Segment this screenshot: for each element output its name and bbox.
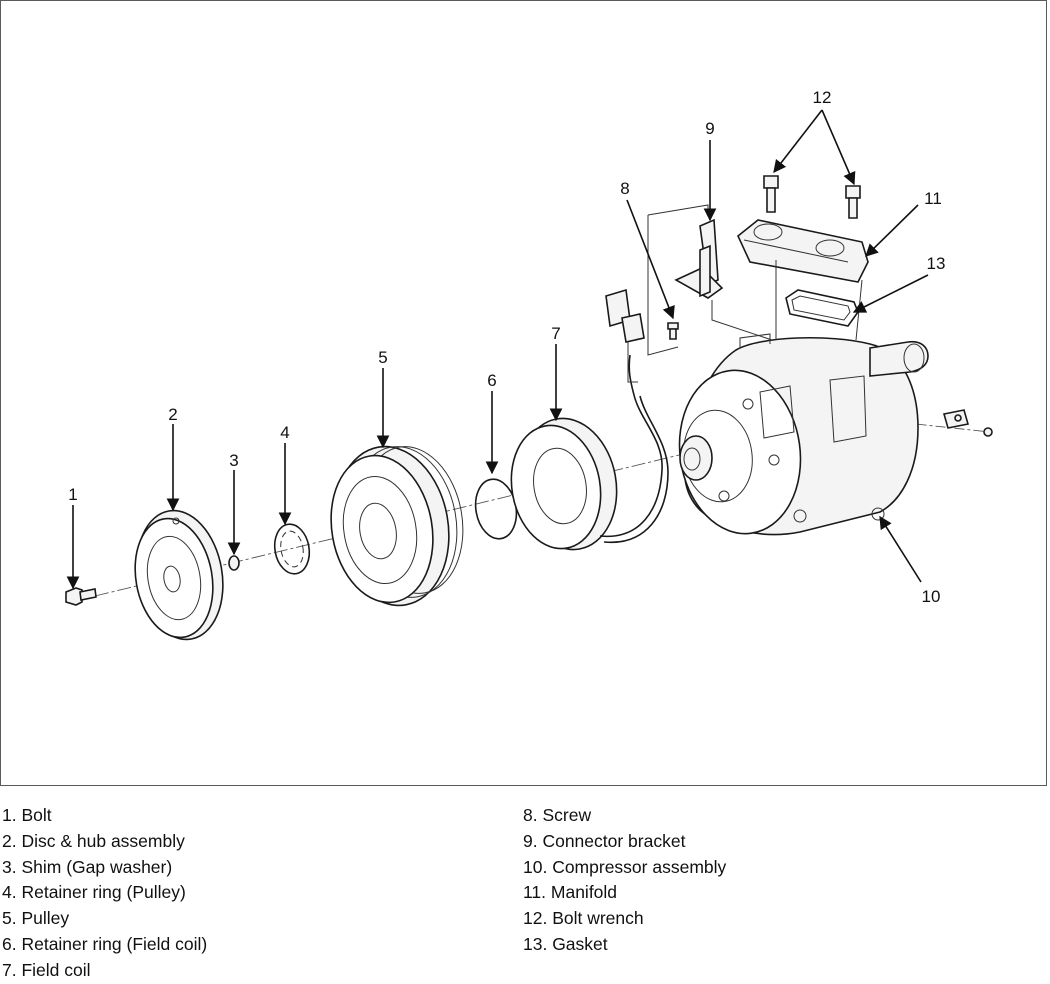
callout-5: 5: [378, 348, 387, 367]
manifold-bolts-part: [763, 175, 861, 219]
legend-item: 13. Gasket: [523, 933, 608, 954]
callout-4: 4: [280, 423, 289, 442]
leader-arrow-10: [879, 515, 922, 583]
leader-arrow-8: [626, 199, 675, 320]
leader-arrow-12b: [821, 109, 856, 186]
callout-11: 11: [924, 189, 942, 208]
callout-9: 9: [705, 119, 714, 138]
pulley-part: [330, 445, 464, 607]
callout-12: 12: [813, 88, 832, 107]
compressor-assembly-part: [678, 333, 929, 536]
legend-item: 1. Bolt: [2, 805, 52, 825]
gasket-part: [785, 289, 859, 327]
bolt-part: [65, 587, 97, 606]
shim-part: [228, 555, 240, 571]
legend-item: 12. Bolt wrench: [523, 908, 644, 929]
exploded-view-diagram: 1 2 3 4 5 6 7 8 9 10 11 12 13: [65, 88, 993, 641]
connector-part: [605, 288, 645, 383]
parts-legend-right: 8. Screw 9. Connector bracket 10. Compre…: [523, 803, 726, 958]
callout-2: 2: [168, 405, 177, 424]
callout-10: 10: [922, 587, 941, 606]
callout-8: 8: [620, 179, 629, 198]
callout-1: 1: [68, 485, 77, 504]
field-coil-part: [510, 354, 669, 551]
legend-item: 8. Screw: [523, 805, 592, 825]
diagram-frame: [0, 0, 1047, 786]
manifold-part: [737, 219, 869, 283]
callout-7: 7: [551, 324, 560, 343]
legend-item: 9. Connector bracket: [523, 830, 686, 851]
legend-item: 2. Disc & hub assembly: [2, 830, 185, 851]
callout-13: 13: [927, 254, 946, 273]
callout-6: 6: [487, 371, 496, 390]
legend-item: 4. Retainer ring (Pulley): [2, 882, 186, 903]
leader-arrow-11: [865, 204, 919, 257]
connector-bracket-part: [647, 204, 724, 356]
screw-part: [667, 322, 679, 340]
callout-3: 3: [229, 451, 238, 470]
legend-item: 6. Retainer ring (Field coil): [2, 933, 208, 954]
legend-item: 3. Shim (Gap washer): [2, 856, 173, 877]
rear-fitting-part: [942, 409, 993, 437]
parts-legend-left: 1. Bolt 2. Disc & hub assembly 3. Shim (…: [2, 803, 207, 984]
legend-item: 10. Compressor assembly: [523, 856, 727, 877]
legend-item: 11. Manifold: [523, 882, 618, 903]
legend-item: 7. Field coil: [2, 959, 91, 980]
retainer-ring-pulley-part: [273, 523, 311, 575]
legend-item: 5. Pulley: [2, 908, 70, 929]
leader-arrow-13: [852, 274, 929, 313]
leader-arrow-12a: [773, 109, 823, 174]
disc-hub-part: [134, 509, 224, 641]
